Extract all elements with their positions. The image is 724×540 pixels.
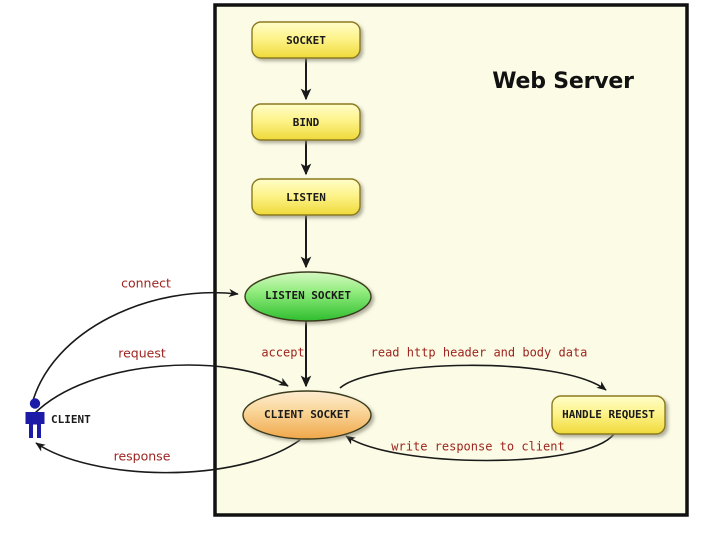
node-listen-socket[interactable]: LISTEN SOCKET: [244, 271, 372, 322]
node-socket-shape: [251, 21, 361, 59]
node-handle-request-shape: [551, 395, 666, 435]
edge-label-connect: connect: [121, 276, 171, 291]
node-bind-shape: [251, 103, 361, 141]
node-handle-request[interactable]: HANDLE REQUEST: [551, 395, 666, 435]
edge-label-write-response: write response to client: [391, 440, 564, 454]
edge-write-response: [345, 433, 615, 462]
node-handle-request-label: HANDLE REQUEST: [562, 408, 655, 421]
actor-client[interactable]: CLIENT: [25, 398, 92, 438]
edge-label-read-http: read http header and body data: [371, 346, 588, 360]
node-socket-label: SOCKET: [286, 34, 326, 47]
node-client-socket-shape: [242, 390, 372, 440]
node-listen[interactable]: LISTEN: [251, 178, 361, 216]
actor-client-head: [29, 398, 41, 409]
node-bind-label: BIND: [293, 116, 320, 129]
edge-label-request: request: [118, 346, 166, 361]
edge-read-http: [339, 364, 607, 391]
page-title: Web Server: [492, 69, 634, 94]
node-listen-socket-shape: [244, 271, 372, 322]
actor-client-label: CLIENT: [51, 413, 91, 426]
edge-label-accept: accept: [261, 346, 304, 360]
node-socket[interactable]: SOCKET: [251, 21, 361, 59]
node-client-socket[interactable]: CLIENT SOCKET: [242, 390, 372, 440]
edge-response: [35, 439, 301, 474]
edge-request: [33, 364, 289, 415]
node-listen-socket-label: LISTEN SOCKET: [265, 289, 351, 302]
node-client-socket-label: CLIENT SOCKET: [264, 408, 350, 421]
node-listen-shape: [251, 178, 361, 216]
node-listen-label: LISTEN: [286, 191, 326, 204]
actor-client-body: [25, 412, 45, 438]
node-bind[interactable]: BIND: [251, 103, 361, 141]
edge-connect: [31, 288, 239, 405]
edge-label-response: response: [114, 449, 171, 464]
